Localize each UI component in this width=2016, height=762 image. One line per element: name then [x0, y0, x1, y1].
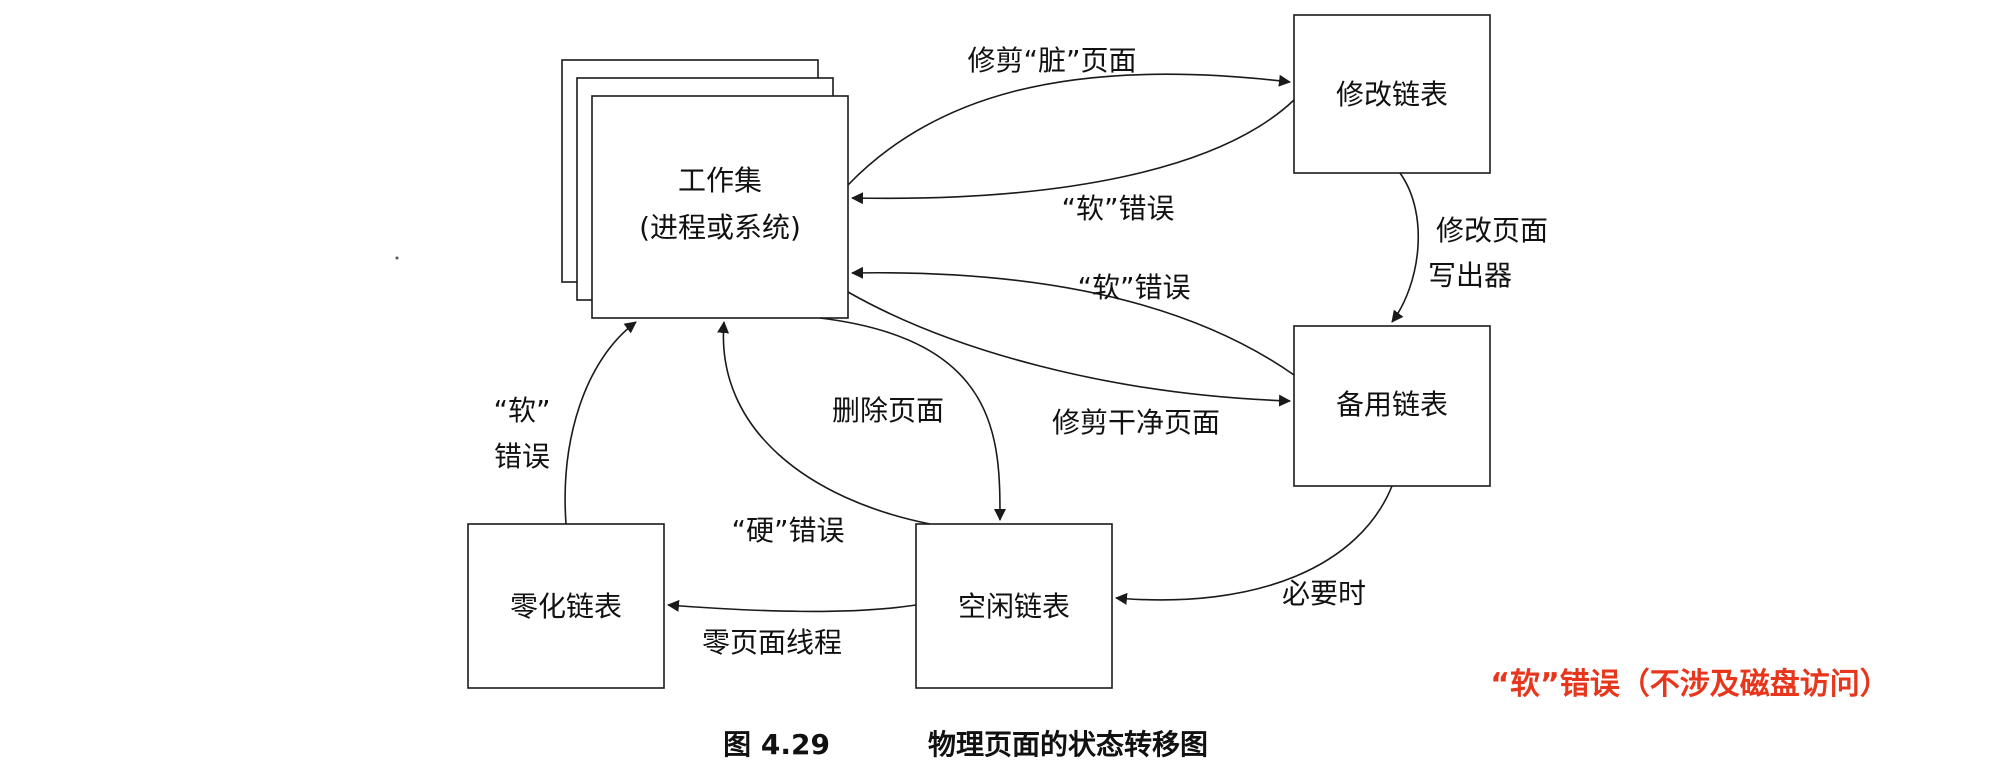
edge-hard-fault [717, 321, 931, 525]
edge-trim-dirty [847, 73, 1291, 186]
zeroed-list-node: 零化链表 [467, 523, 665, 689]
edge-trim-clean [847, 291, 1291, 407]
free-list-box [915, 523, 1113, 689]
working-set-title: 工作集 [678, 164, 762, 197]
figure-title: 物理页面的状态转移图 [928, 728, 1208, 761]
edge-label-when-needed: 必要时 [1282, 577, 1366, 610]
free-list-node: 空闲链表 [915, 523, 1113, 689]
edge-label-zero-page-thread: 零页面线程 [702, 626, 842, 659]
edge-label-delete-page: 删除页面 [832, 394, 944, 427]
zeroed-list-label: 零化链表 [510, 590, 622, 623]
modified-list-box [1293, 14, 1491, 174]
working-set-subtitle: (进程或系统) [639, 211, 801, 244]
edge-label-modified-page-writer-1: 修改页面 [1436, 214, 1548, 247]
modified-list-label: 修改链表 [1336, 78, 1448, 111]
edge-label-trim-dirty: 修剪“脏”页面 [967, 44, 1136, 77]
edge-soft-fault-from-standby [851, 266, 1295, 376]
stray-dot [395, 256, 399, 260]
standby-list-box [1293, 325, 1491, 487]
edge-label-trim-clean: 修剪干净页面 [1052, 406, 1220, 439]
edge-label-soft-fault-modified: “软”错误 [1061, 192, 1174, 225]
edge-label-modified-page-writer-2: 写出器 [1428, 259, 1512, 292]
zeroed-list-box [467, 523, 665, 689]
working-set-node: 工作集 (进程或系统) [561, 59, 849, 319]
edge-soft-fault-from-zeroed [564, 321, 637, 525]
edge-soft-fault-from-modified [851, 99, 1295, 205]
standby-list-node: 备用链表 [1293, 325, 1491, 487]
working-set-box [591, 95, 849, 319]
edge-when-needed [1115, 485, 1393, 605]
soft-fault-annotation: “软”错误（不涉及磁盘访问） [1490, 667, 1889, 702]
edge-label-soft-fault-zeroed-1: “软” [493, 394, 550, 427]
free-list-label: 空闲链表 [958, 590, 1070, 623]
standby-list-label: 备用链表 [1336, 388, 1448, 421]
modified-list-node: 修改链表 [1293, 14, 1491, 174]
edge-zero-page-thread [667, 599, 917, 613]
edge-modified-page-writer [1391, 172, 1419, 323]
edge-label-hard-fault: “硬”错误 [731, 514, 844, 547]
edge-label-soft-fault-standby: “软”错误 [1077, 271, 1190, 304]
edge-label-soft-fault-zeroed-2: 错误 [494, 440, 550, 473]
edge-delete-page [819, 317, 1006, 521]
figure-number: 图 4.29 [723, 728, 830, 761]
